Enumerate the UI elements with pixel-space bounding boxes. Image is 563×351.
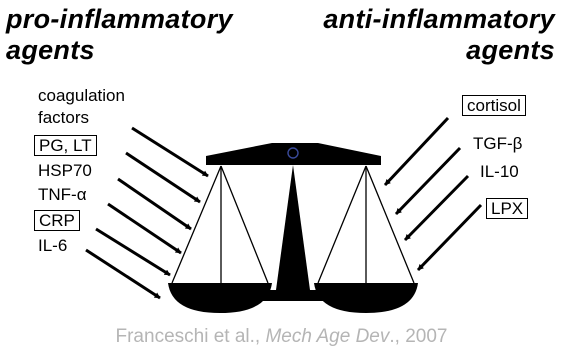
- right-pan-strings: [318, 166, 414, 283]
- citation: Franceschi et al., Mech Age Dev., 2007: [0, 326, 563, 348]
- pro-arrow-3: [118, 179, 191, 229]
- scale-pivot-icon: [288, 148, 298, 158]
- pro-arrow-6: [86, 250, 160, 298]
- citation-authors: Franceschi et al.,: [116, 326, 266, 347]
- right-pan: [314, 283, 418, 313]
- left-pan: [168, 283, 272, 313]
- pro-arrow-1: [132, 128, 208, 176]
- citation-journal: Mech Age Dev: [265, 326, 389, 347]
- anti-arrow-3: [405, 176, 468, 240]
- scale-post: [276, 165, 310, 290]
- pro-arrow-5: [96, 229, 170, 275]
- anti-arrow-1: [385, 118, 448, 185]
- anti-arrow-2: [396, 148, 460, 214]
- anti-arrow-4: [418, 205, 481, 270]
- pro-arrow-2: [126, 153, 200, 202]
- citation-year: ., 2007: [389, 326, 447, 347]
- pro-arrow-4: [108, 204, 181, 253]
